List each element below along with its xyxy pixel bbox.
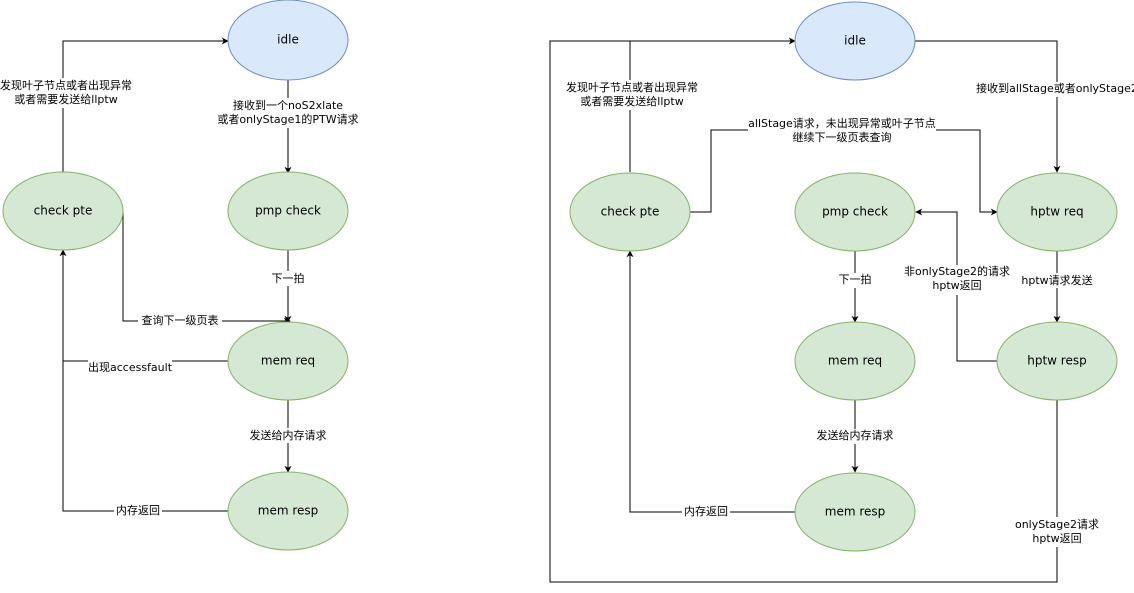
right-label-hptwreq-to-hptwresp: hptw请求发送 [1021,273,1092,287]
right-state-pmp-check [794,172,916,252]
right-state-mem-req [794,321,916,401]
left-state-mem-req-label: mem req [261,354,315,368]
right-state-mem-resp [794,472,916,552]
edge-left-checkpte-to-memreq [122,211,291,325]
left-label-idle-to-pmp-2: 或者onlyStage1的PTW请求 [217,112,358,126]
right-label-idle-to-hptwreq: 接收到allStage或者onlyStage2 [976,81,1134,95]
left-label-idle-to-pmp-1: 接收到一个noS2xlate [233,98,343,112]
right-label-hptwresp-to-idle-2: hptw返回 [1032,532,1081,545]
left-label-checkpte-to-memreq: 查询下一级页表 [142,313,219,327]
right-diagram: idle pmp check mem req mem resp check pt… [549,1,1134,583]
right-state-check-pte [569,172,691,252]
left-label-memreq-to-memresp: 发送给内存请求 [250,428,327,442]
right-state-hptw-resp-label: hptw resp [1027,354,1086,368]
left-label-memresp-to-checkpte: 内存返回 [116,503,160,517]
left-state-mem-req [227,321,349,401]
right-label-checkpte-to-idle-1: 发现叶子节点或者出现异常 [566,80,698,94]
left-label-checkpte-to-idle-2: 或者需要发送给llptw [14,92,117,106]
right-state-check-pte-label: check pte [601,205,660,219]
right-label-hptwresp-to-idle-1: onlyStage2请求 [1015,518,1099,531]
left-label-pmp-to-memreq: 下一拍 [272,271,305,285]
right-label-checkpte-to-hptwreq-1: allStage请求，未出现异常或叶子节点 [748,116,936,130]
left-label-memreq-to-checkpte: 出现accessfault [88,360,173,374]
right-label-memreq-to-memresp: 发送给内存请求 [817,428,894,442]
left-label-checkpte-to-idle-1: 发现叶子节点或者出现异常 [0,78,132,92]
right-label-hptwresp-to-pmp-2: hptw返回 [932,279,981,292]
right-state-mem-req-label: mem req [828,354,882,368]
left-state-pmp-check-label: pmp check [255,204,321,218]
edge-right-memresp-to-checkpte [626,250,795,513]
edge-left-memresp-to-checkpte [59,249,228,512]
left-state-check-pte-label: check pte [34,204,93,218]
right-label-checkpte-to-hptwreq-2: 继续下一级页表查询 [793,130,892,144]
left-state-mem-resp-label: mem resp [258,504,319,518]
right-label-memresp-to-checkpte: 内存返回 [684,504,728,518]
right-state-hptw-req-label: hptw req [1030,205,1083,219]
right-state-pmp-check-label: pmp check [822,205,888,219]
right-label-checkpte-to-idle-2: 或者需要发送给llptw [580,94,683,108]
left-state-idle-label: idle [277,33,299,47]
right-label-hptwresp-to-pmp-1: 非onlyStage2的请求 [904,264,1010,278]
left-state-check-pte [2,171,124,251]
edge-right-idle-to-hptwreq [915,40,1061,173]
right-label-pmp-to-memreq: 下一拍 [839,272,872,286]
left-state-mem-resp [227,471,349,551]
left-diagram: idle pmp check mem req mem resp check pt… [0,0,359,551]
right-state-idle [794,1,916,81]
edge-left-checkpte-to-idle [62,37,229,172]
right-state-idle-label: idle [844,34,866,48]
right-state-hptw-resp [996,321,1118,401]
right-state-hptw-req [996,172,1118,252]
left-state-idle [227,0,349,81]
right-state-mem-resp-label: mem resp [825,505,886,519]
left-state-pmp-check [227,171,349,251]
